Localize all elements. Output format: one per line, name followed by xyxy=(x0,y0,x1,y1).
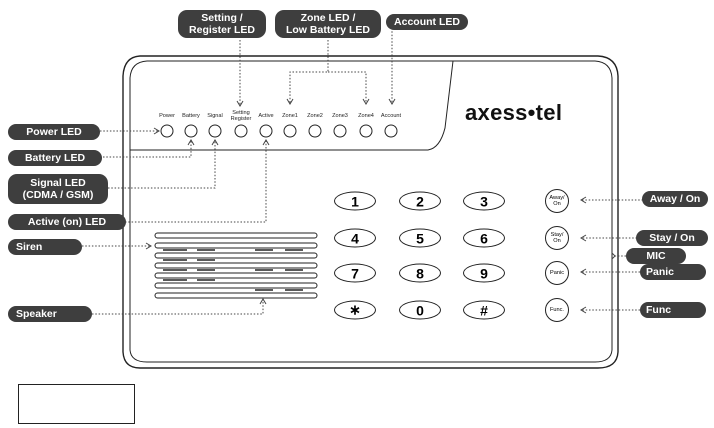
key-4[interactable]: 4 xyxy=(334,228,376,248)
callout-active-led: Active (on) LED xyxy=(8,214,126,230)
callout-mic: MIC xyxy=(626,248,686,264)
key-9[interactable]: 9 xyxy=(463,263,505,283)
callout-siren: Siren xyxy=(8,239,82,255)
callout-func: Func xyxy=(640,302,706,318)
led-power xyxy=(160,124,174,138)
key-0[interactable]: 0 xyxy=(399,300,441,320)
key-5[interactable]: 5 xyxy=(399,228,441,248)
callout-setting-register-led: Setting / Register LED xyxy=(178,10,266,38)
away-on-button[interactable]: Away/ On xyxy=(545,189,569,213)
led-zone1 xyxy=(283,124,297,138)
led-label-zone3: Zone3 xyxy=(332,113,348,119)
led-label-setting-register: Setting Register xyxy=(230,110,252,122)
led-active xyxy=(259,124,273,138)
arrowheads xyxy=(145,98,616,314)
key-7[interactable]: 7 xyxy=(334,263,376,283)
callout-power-led: Power LED xyxy=(8,124,100,140)
key-6[interactable]: 6 xyxy=(463,228,505,248)
leader-battery xyxy=(103,141,192,158)
key-1[interactable]: 1 xyxy=(334,191,376,211)
speaker-grille xyxy=(154,232,318,299)
stay-on-button[interactable]: Stay/ On xyxy=(545,226,569,250)
led-account xyxy=(384,124,398,138)
callout-zone-low-battery-led: Zone LED / Low Battery LED xyxy=(275,10,381,38)
key-hash[interactable]: # xyxy=(463,300,505,320)
led-label-zone2: Zone2 xyxy=(307,113,323,119)
led-label-active: Active xyxy=(258,113,274,119)
led-label-account: Account xyxy=(380,113,402,119)
device-outline-outer xyxy=(122,55,619,369)
leader-active xyxy=(125,141,267,223)
callout-panic: Panic xyxy=(640,264,706,280)
led-label-battery: Battery xyxy=(182,113,200,119)
key-8[interactable]: 8 xyxy=(399,263,441,283)
led-panel-curve xyxy=(130,60,454,151)
led-zone4 xyxy=(359,124,373,138)
callout-battery-led: Battery LED xyxy=(8,150,102,166)
led-battery xyxy=(184,124,198,138)
callout-stay-on: Stay / On xyxy=(636,230,708,246)
led-label-power: Power xyxy=(159,113,175,119)
led-zone2 xyxy=(308,124,322,138)
callout-account-led: Account LED xyxy=(386,14,468,30)
key-3[interactable]: 3 xyxy=(463,191,505,211)
led-zone3 xyxy=(333,124,347,138)
device-outline-inner xyxy=(129,60,613,363)
led-label-zone4: Zone4 xyxy=(358,113,374,119)
key-star[interactable]: ∗ xyxy=(334,300,376,320)
leader-lines xyxy=(82,28,643,315)
leader-zone xyxy=(289,40,329,103)
callout-signal-led: Signal LED (CDMA / GSM) xyxy=(8,174,108,204)
leader-speaker xyxy=(92,300,264,315)
speaker-grille-holes xyxy=(163,249,303,291)
leader-signal xyxy=(108,141,216,189)
led-label-zone1: Zone1 xyxy=(282,113,298,119)
key-2[interactable]: 2 xyxy=(399,191,441,211)
callout-speaker: Speaker xyxy=(8,306,92,322)
panic-button[interactable]: Panic xyxy=(545,261,569,285)
callout-away-on: Away / On xyxy=(642,191,708,207)
led-signal xyxy=(208,124,222,138)
brand-logo: axess•tel xyxy=(465,100,563,125)
led-label-signal: Signal xyxy=(207,113,223,119)
leader-zone4 xyxy=(328,71,367,103)
blank-box xyxy=(18,384,135,424)
func-button[interactable]: Func. xyxy=(545,298,569,322)
led-setting-register xyxy=(234,124,248,138)
